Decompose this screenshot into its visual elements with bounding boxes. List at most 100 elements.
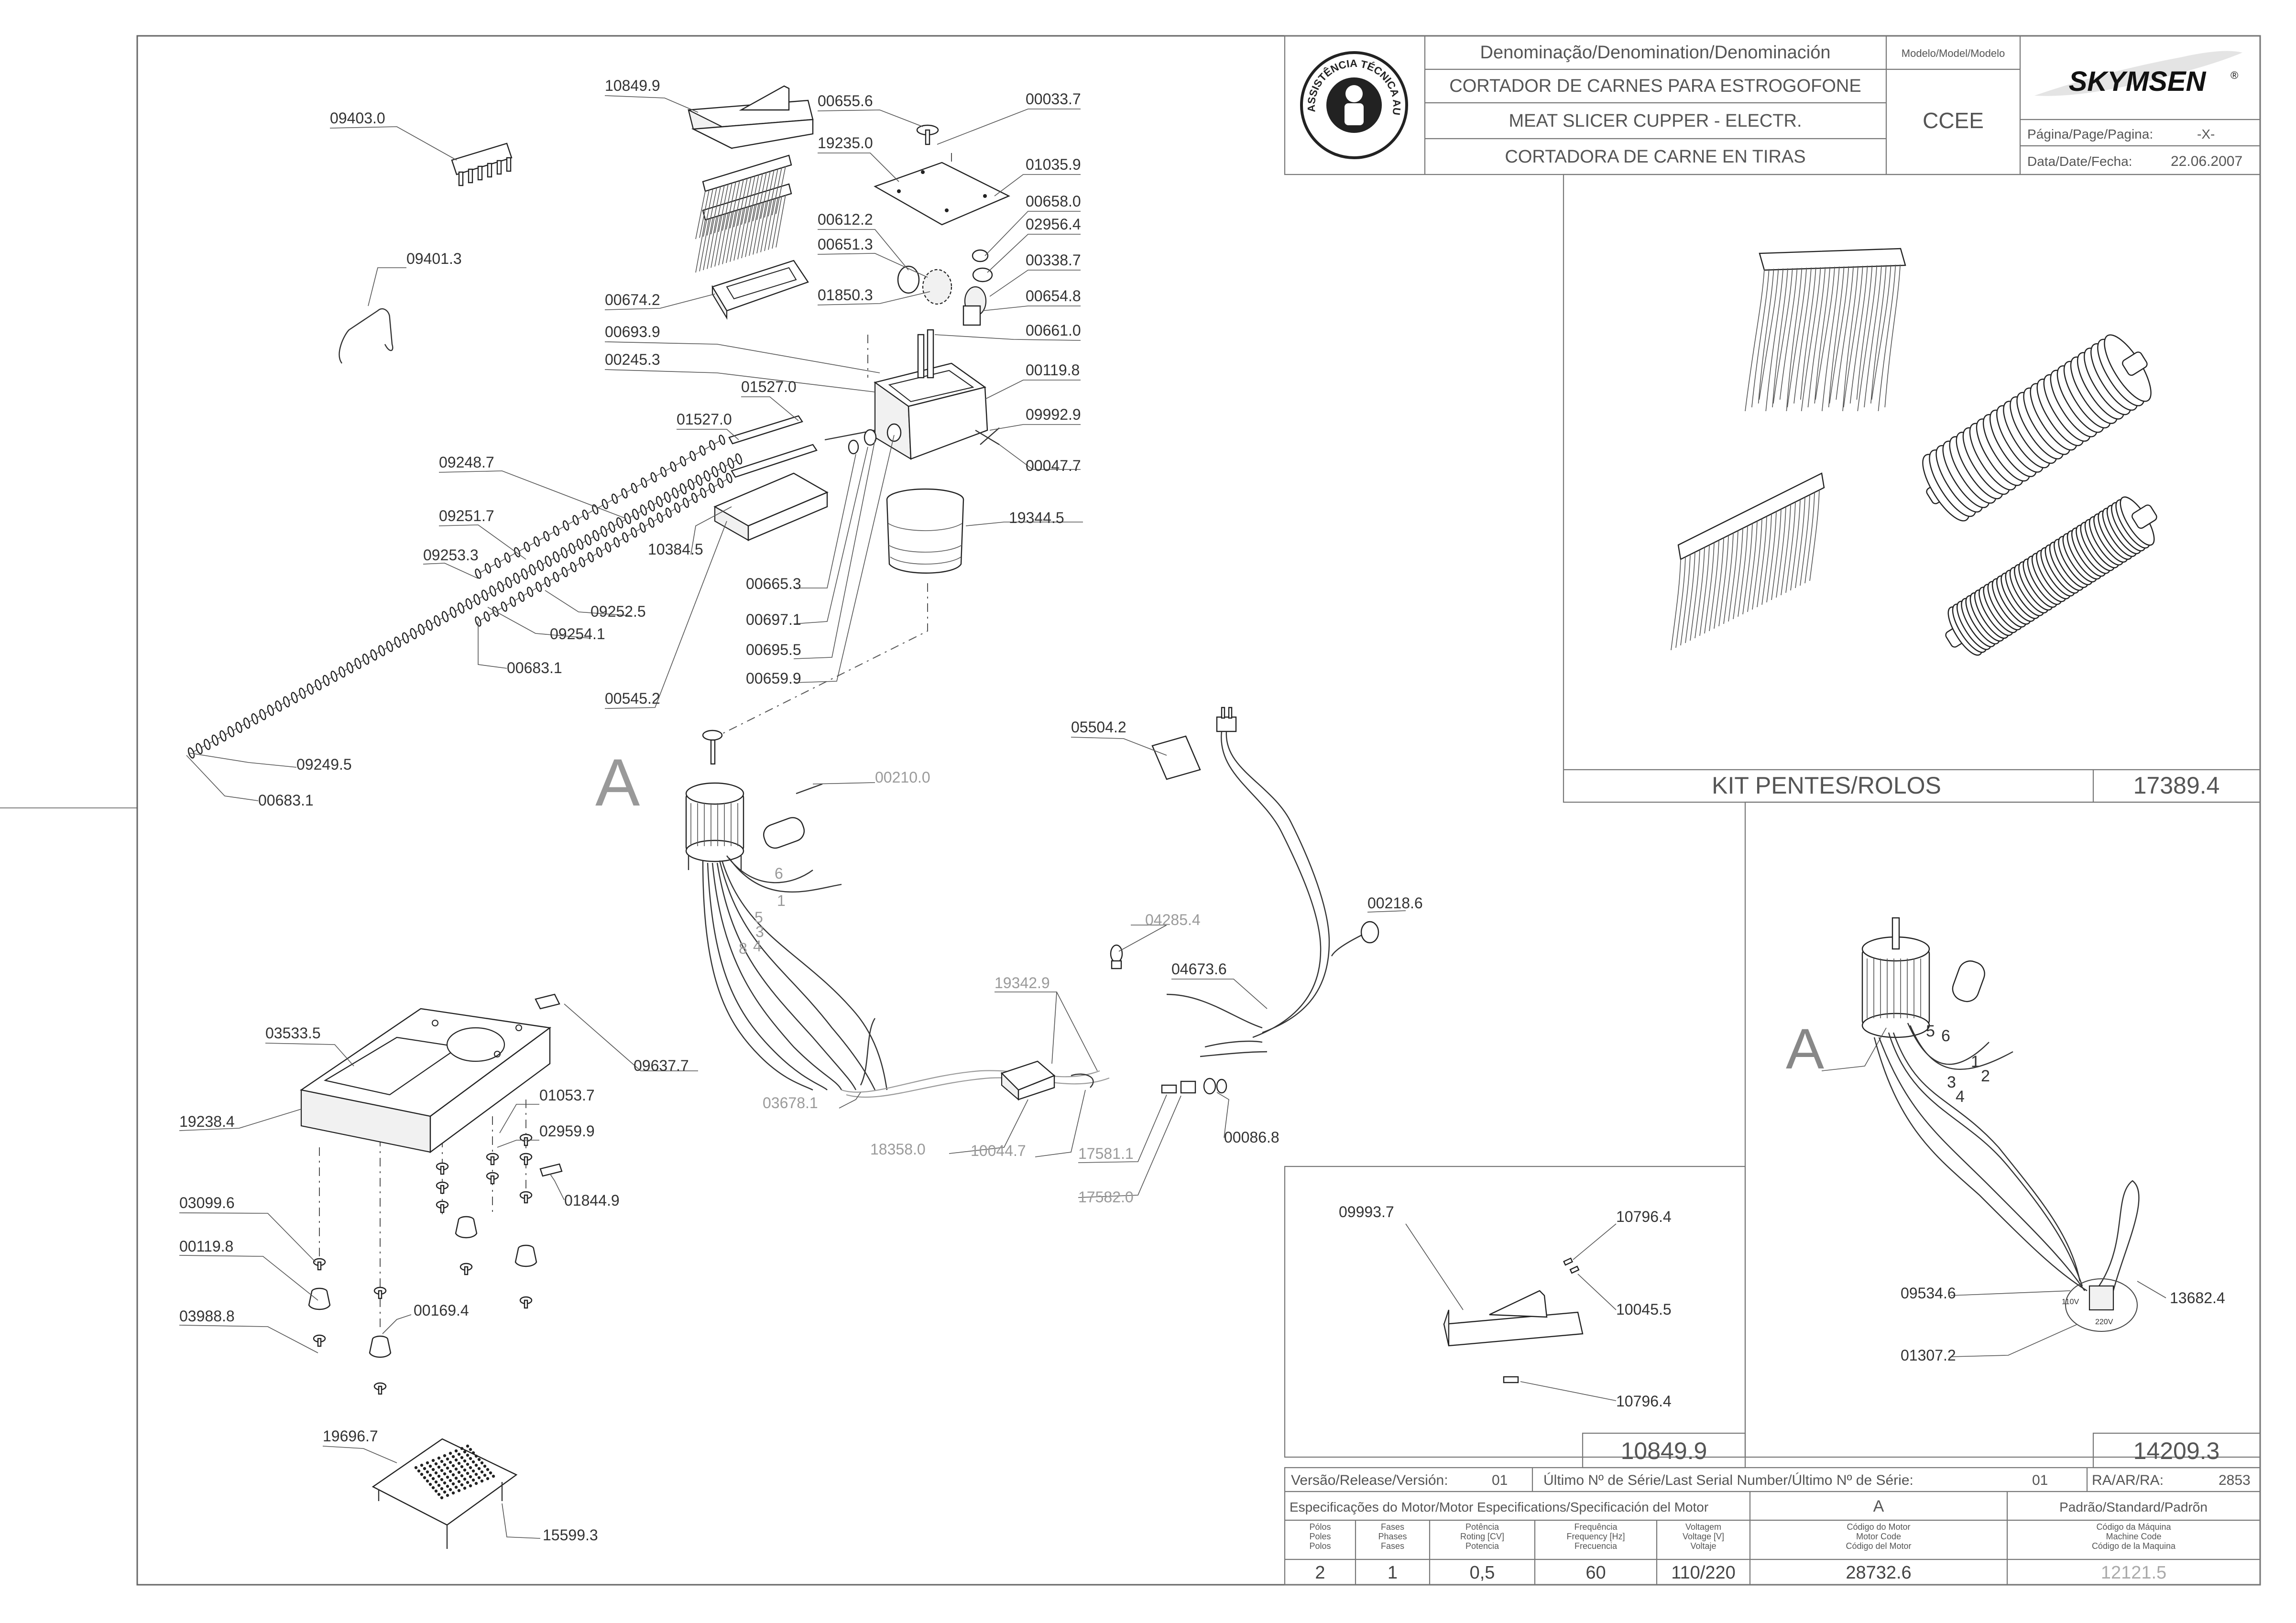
motor-spec-column-label: Machine Code — [2106, 1532, 2161, 1541]
chain-disc — [434, 615, 441, 627]
callout-10796-4-top: 10796.4 — [1616, 1208, 1672, 1225]
part-gears — [897, 249, 993, 326]
comb-tooth — [733, 207, 744, 261]
chain-disc — [561, 566, 568, 577]
chain-disc — [569, 543, 576, 554]
small-comb-tooth — [458, 171, 464, 186]
callout-00033-7: 00033.7 — [1026, 90, 1081, 108]
chain-disc — [648, 500, 655, 512]
comb-tooth — [1804, 492, 1815, 584]
chain-disc — [362, 654, 370, 665]
comb-tooth — [1836, 266, 1854, 400]
chain-disc — [553, 572, 559, 582]
ra-value: 2853 — [2219, 1472, 2251, 1488]
comb-tooth — [733, 179, 744, 228]
plate-hole — [451, 1455, 455, 1459]
comb-tooth — [1695, 547, 1705, 639]
comb-tooth — [1772, 268, 1788, 408]
plate-hole — [431, 1468, 435, 1471]
wire-number-5: 5 — [1926, 1022, 1935, 1040]
roller-shaft-end — [2132, 504, 2157, 529]
chain-disc — [505, 577, 512, 588]
motor-kit-code: 14209.3 — [2133, 1438, 2220, 1464]
plate-hole — [454, 1476, 458, 1480]
chain-disc — [545, 556, 552, 567]
comb-tooth — [1795, 497, 1805, 588]
chain-disc — [494, 557, 501, 568]
comb-tooth — [707, 187, 717, 236]
motor-spec-column-label: Frequency [Hz] — [1566, 1532, 1625, 1541]
plate-hole — [480, 1470, 484, 1474]
serial-label: Último Nº de Série/Last Serial Number/Úl… — [1543, 1472, 1913, 1488]
plate-hole — [448, 1479, 452, 1482]
chain-disc — [719, 435, 725, 445]
plate-hole — [460, 1474, 464, 1478]
chain-disc — [330, 670, 338, 682]
chain-disc — [562, 520, 569, 531]
callout-09251-7: 09251.7 — [439, 507, 494, 524]
callout-03678-1: 03678.1 — [763, 1094, 818, 1111]
plate-hole — [460, 1483, 464, 1487]
chain-disc — [243, 717, 251, 729]
selector-220v: 220V — [2095, 1318, 2113, 1326]
comb-tooth — [756, 200, 767, 254]
callout-10044-7: 10044.7 — [971, 1142, 1026, 1159]
motor-spec-column-value: 2 — [1315, 1563, 1325, 1583]
callout-05504-2: 05504.2 — [1071, 719, 1126, 736]
callout-19235-0: 19235.0 — [818, 134, 873, 152]
chain-disc — [735, 453, 743, 465]
comb-tooth — [1776, 506, 1786, 598]
comb-tooth — [722, 183, 733, 231]
chain-disc — [695, 474, 703, 486]
kit-pentes-code: 17389.4 — [2133, 772, 2220, 799]
wire-number-3: 3 — [755, 923, 764, 940]
callout-09254-1: 09254.1 — [550, 625, 605, 643]
chain-disc — [709, 482, 715, 493]
plate-hole — [463, 1486, 467, 1490]
chain-disc — [576, 538, 584, 550]
plate-hole — [446, 1466, 449, 1470]
comb-tooth — [1843, 266, 1863, 408]
comb-tooth — [707, 216, 717, 269]
chain-disc — [514, 547, 521, 557]
plate-hole — [428, 1473, 432, 1477]
plate-hole — [448, 1470, 452, 1473]
motor-kit-wires — [1873, 1023, 2140, 1292]
comb-tooth — [1675, 556, 1686, 648]
chain-disc — [529, 564, 536, 576]
small-comb-tooth — [506, 157, 512, 172]
chain-disc — [727, 457, 734, 469]
comb-tooth — [714, 214, 725, 267]
callout-02959-9: 02959.9 — [539, 1122, 595, 1140]
wire-number-5: 5 — [754, 909, 763, 926]
callout-09253-3: 09253.3 — [423, 546, 479, 564]
chain-disc — [299, 687, 306, 699]
chain-disc — [475, 568, 481, 579]
chain-disc — [481, 589, 489, 601]
chain-disc — [473, 594, 481, 605]
part-small-plate — [535, 993, 560, 1010]
callout-00697-1: 00697.1 — [746, 611, 801, 628]
callout-17582-0: 17582.0 — [1078, 1188, 1134, 1206]
chain-disc — [426, 619, 433, 631]
foot-body — [369, 1339, 392, 1358]
plate-hole — [437, 1492, 441, 1496]
callout-18358-0: 18358.0 — [870, 1141, 926, 1158]
chain-disc — [458, 602, 465, 614]
chain-disc — [484, 563, 492, 574]
plate-hole — [451, 1491, 455, 1495]
chain-disc — [410, 628, 417, 640]
motor-spec-column-label: Fases — [1381, 1541, 1404, 1551]
motor-spec-column-value: 28732.6 — [1846, 1563, 1911, 1583]
callout-00545-2: 00545.2 — [605, 690, 660, 707]
chain-disc — [394, 636, 401, 648]
plate-hole — [446, 1457, 449, 1461]
comb-tooth — [730, 209, 740, 262]
blade-kit-code: 10849.9 — [1621, 1438, 1707, 1464]
part-hook — [339, 308, 394, 364]
plate-hole — [426, 1470, 429, 1474]
chain-disc — [670, 461, 677, 472]
callout-00665-3: 00665.3 — [746, 575, 801, 592]
part-shaft — [728, 415, 902, 478]
comb-tooth — [772, 167, 782, 216]
